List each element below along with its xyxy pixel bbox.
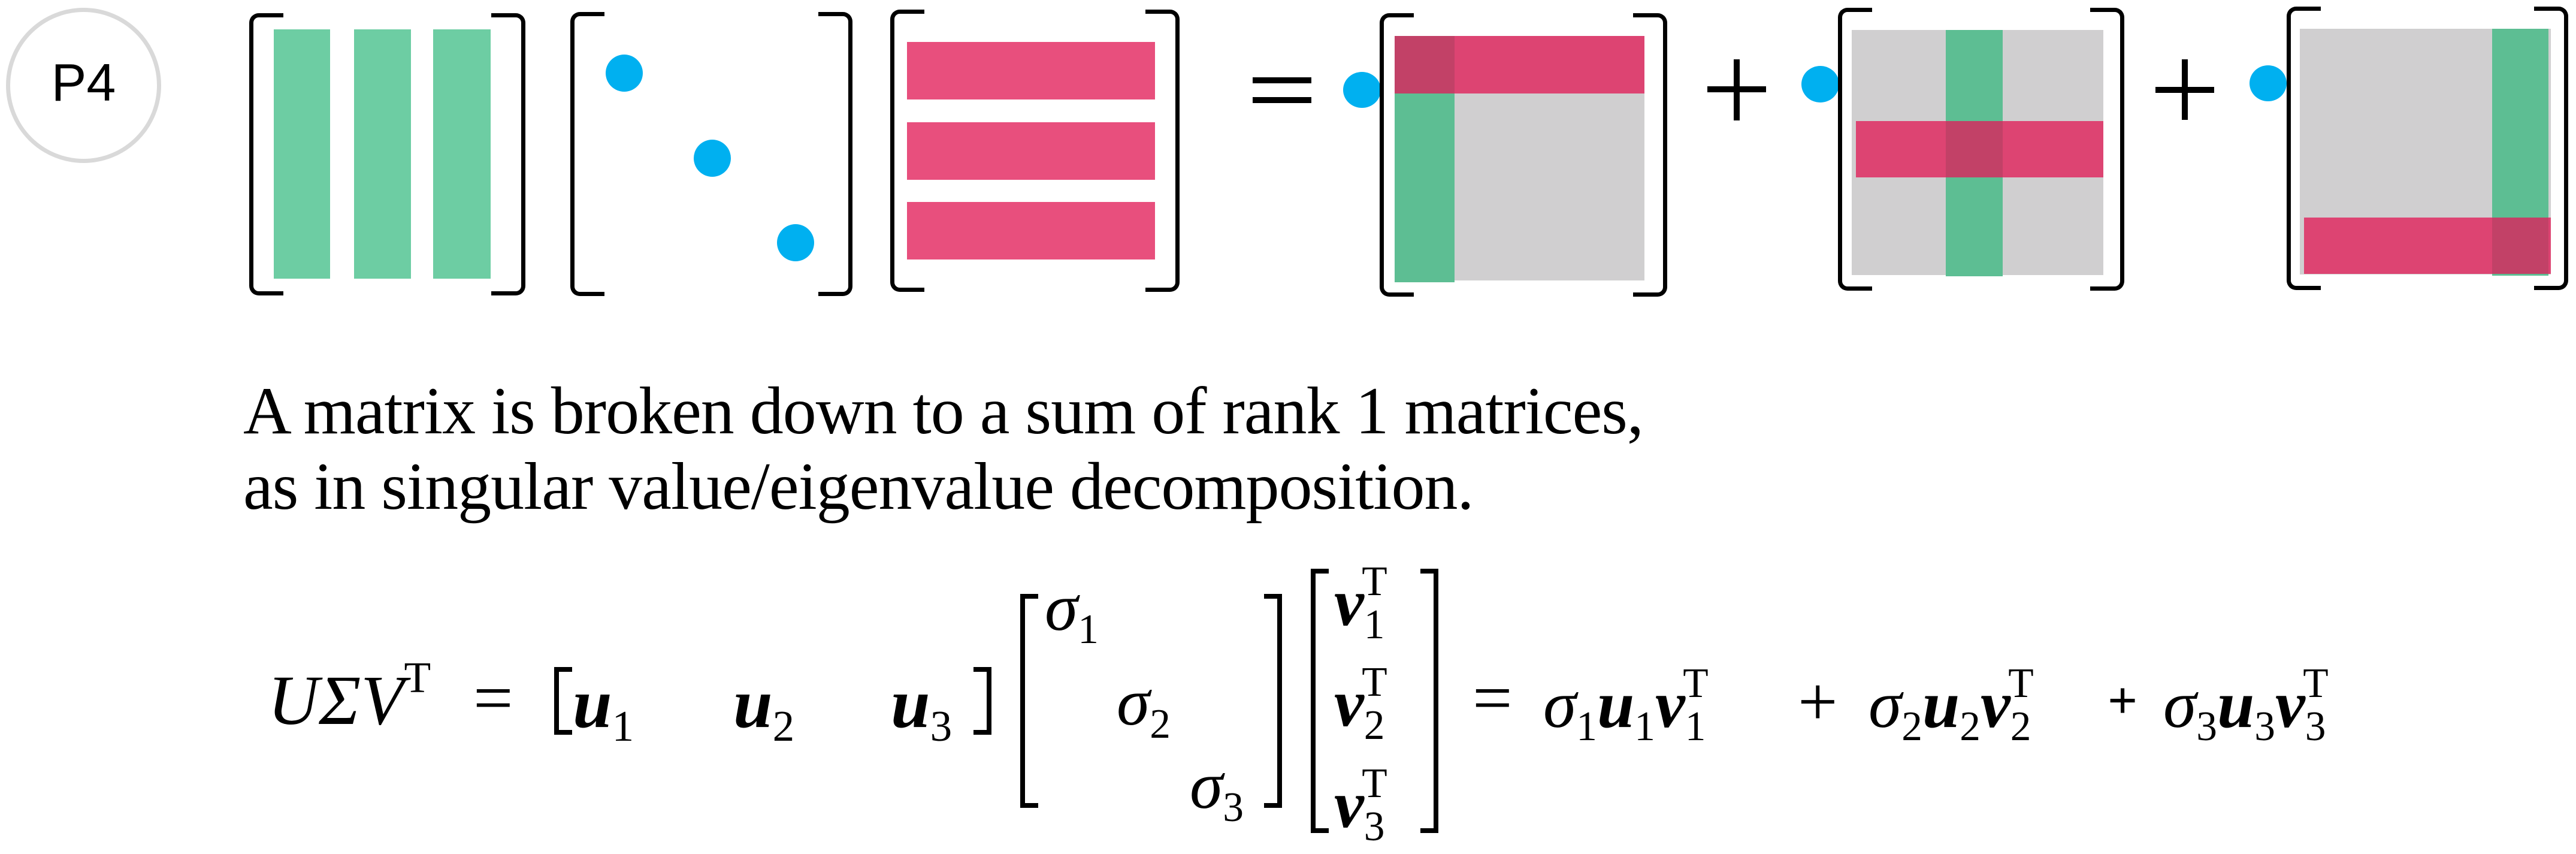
right-bracket-icon — [818, 12, 852, 296]
caption-line-1: A matrix is broken down to a sum of rank… — [243, 374, 1644, 448]
right-bracket-icon — [2090, 8, 2124, 291]
overlap-cell — [1946, 121, 2003, 177]
sigma2: σ2 — [1117, 665, 1171, 748]
sigma-dot-2 — [1801, 66, 1839, 102]
sigma-dot-3 — [777, 224, 814, 261]
left-bracket-icon — [570, 12, 604, 296]
u1: u1 — [573, 664, 634, 751]
transpose-mark: T — [404, 653, 431, 702]
left-bracket-icon — [1380, 13, 1414, 297]
left-bracket-icon — [2287, 7, 2321, 290]
u2: u2 — [733, 664, 795, 751]
equals-icon — [1253, 77, 1311, 83]
overlap-cell — [1395, 36, 1455, 93]
v1T: v1T — [1334, 559, 1387, 648]
rhs-plus-2: + — [2108, 672, 2138, 730]
vt-right-bracket-icon — [1420, 569, 1438, 833]
sigma-dot-1 — [606, 55, 643, 92]
plus-icon — [1734, 59, 1740, 120]
right-bracket-icon — [2534, 7, 2568, 290]
v3T: v3T — [1334, 761, 1387, 850]
vt-row-1 — [907, 42, 1155, 99]
u3: u3 — [891, 664, 953, 751]
rhs-term-2: σ2u2v2T — [1868, 660, 2034, 750]
caption-line-2: as in singular value/eigenvalue decompos… — [243, 449, 1474, 524]
vt-row-2 — [907, 122, 1155, 180]
v2T: v2T — [1334, 659, 1387, 749]
u-row-left-bracket-icon — [554, 667, 572, 735]
u-column-3 — [433, 29, 491, 279]
formula-lhs: UΣVT — [268, 656, 431, 736]
right-bracket-icon — [1145, 10, 1180, 292]
vt-left-bracket-icon — [1311, 569, 1329, 833]
sigma1: σ1 — [1045, 571, 1099, 653]
vt-row-3 — [907, 202, 1155, 259]
overlap-cell — [2492, 218, 2548, 274]
u-column-2 — [354, 29, 411, 279]
left-bracket-icon — [1838, 8, 1872, 291]
formula-rhs-equals: = — [1473, 659, 1513, 737]
rhs-term-1: σ1u1v1T — [1543, 660, 1709, 750]
step-badge-label: P4 — [51, 53, 116, 112]
sigma3: σ3 — [1190, 749, 1244, 831]
sigma-dot-1 — [1343, 72, 1381, 108]
equals-icon — [1253, 97, 1311, 103]
u-column-1 — [274, 29, 330, 279]
left-bracket-icon — [249, 13, 283, 295]
formula-equals: = — [473, 659, 513, 737]
right-bracket-icon — [491, 13, 525, 295]
rhs-plus-1: + — [1798, 662, 1838, 741]
left-bracket-icon — [890, 10, 924, 292]
symbol-U: U — [268, 661, 319, 740]
step-badge: P4 — [6, 8, 161, 163]
u-row-right-bracket-icon — [973, 667, 991, 735]
rhs-term-3: σ3u3v3T — [2163, 660, 2329, 750]
sigma-left-bracket-icon — [1020, 594, 1038, 808]
symbol-V: V — [361, 661, 404, 740]
plus-icon — [2182, 59, 2188, 120]
symbol-Sigma: Σ — [319, 661, 361, 740]
sigma-dot-2 — [694, 140, 731, 177]
sigma-right-bracket-icon — [1264, 594, 1282, 808]
sigma-dot-3 — [2250, 65, 2287, 101]
right-bracket-icon — [1633, 13, 1667, 297]
